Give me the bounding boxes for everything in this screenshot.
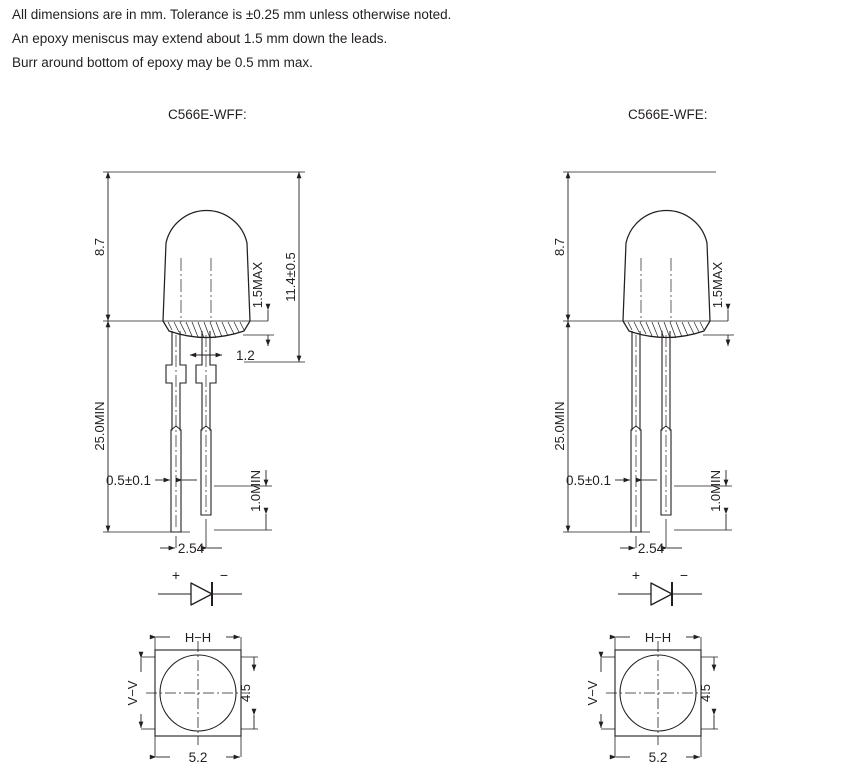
variant-drawing-wff: 8.7 11.4±0.5 1.5MAX 1.2 25.0MIN <box>92 171 305 765</box>
dimension-lead-tip-wfe: 1.0MIN <box>674 470 732 531</box>
bottom-view-height-label-wfe: 4.5 <box>698 684 713 702</box>
dimension-lead-width-wfe: 0.5±0.1 <box>566 473 657 488</box>
diode-anode-label-wff: + <box>172 567 180 583</box>
leads-wff <box>165 331 217 533</box>
note-line-1: All dimensions are in mm. Tolerance is ±… <box>12 7 452 22</box>
led-body-wff <box>162 209 251 339</box>
dimension-overall-height-wff: 11.4±0.5 <box>244 171 305 363</box>
bottom-view-v-axis-label-wfe: V−V <box>585 680 600 705</box>
dim-text-lead-pitch-wff: 2.54 <box>178 541 205 556</box>
bottom-view-wfe: H−H V−V 4.5 5.2 <box>585 630 718 765</box>
dim-text-standoff-wff: 1.2 <box>236 348 255 363</box>
bottom-view-h-axis-label-wfe: H−H <box>645 630 671 645</box>
dimension-lead-length-wff: 25.0MIN <box>92 320 111 532</box>
diode-anode-label-wfe: + <box>632 567 640 583</box>
dim-text-meniscus-wff: 1.5MAX <box>250 262 265 309</box>
diode-cathode-label-wff: − <box>220 567 228 583</box>
led-body-wfe <box>622 209 711 339</box>
leads-wfe <box>630 331 672 533</box>
bottom-view-width-label-wff: 5.2 <box>189 750 208 765</box>
dim-text-lead-width-wfe: 0.5±0.1 <box>566 473 611 488</box>
bottom-view-width-label-wfe: 5.2 <box>649 750 668 765</box>
dimension-lead-pitch-wfe: 2.54 <box>620 519 682 556</box>
dim-text-meniscus-wfe: 1.5MAX <box>710 262 725 309</box>
diode-schematic-wff: + − <box>157 567 243 607</box>
dimension-meniscus-wff: 1.5MAX <box>243 262 274 346</box>
note-line-2: An epoxy meniscus may extend about 1.5 m… <box>12 31 388 46</box>
dim-text-body-height-wff: 8.7 <box>92 238 107 256</box>
dim-text-lead-tip-wfe: 1.0MIN <box>708 470 723 512</box>
bottom-view-h-axis-label-wff: H−H <box>185 630 211 645</box>
variant-drawing-wfe: 8.7 1.5MAX 25.0MIN 0.5±0.1 1.0MIN <box>552 171 734 765</box>
lead-centrelines-wff <box>175 335 207 530</box>
part-label-wfe: C566E-WFE: <box>628 107 708 122</box>
dimension-meniscus-wfe: 1.5MAX <box>703 262 734 346</box>
bottom-view-wff: H−H V−V 4.5 5.2 <box>125 630 258 765</box>
diode-cathode-label-wfe: − <box>680 567 688 583</box>
dimension-standoff-wff: 1.2 <box>189 348 255 363</box>
dimension-lead-width-wff: 0.5±0.1 <box>106 473 197 488</box>
dim-text-body-height-wfe: 8.7 <box>552 238 567 256</box>
dim-text-lead-length-wfe: 25.0MIN <box>552 401 567 450</box>
dimension-body-height-wfe: 8.7 <box>552 171 571 321</box>
dim-text-lead-pitch-wfe: 2.54 <box>638 541 665 556</box>
bottom-view-height-label-wff: 4.5 <box>238 684 253 702</box>
notes-block: All dimensions are in mm. Tolerance is ±… <box>12 6 812 78</box>
dimension-lead-pitch-wff: 2.54 <box>160 519 222 556</box>
note-line-3: Burr around bottom of epoxy may be 0.5 m… <box>12 55 313 70</box>
lead-centrelines-wfe <box>635 335 667 530</box>
part-label-wff: C566E-WFF: <box>168 107 247 122</box>
dimension-lead-tip-wff: 1.0MIN <box>214 470 272 531</box>
dimension-lead-length-wfe: 25.0MIN <box>552 320 571 532</box>
diode-schematic-wfe: + − <box>617 567 703 607</box>
dimension-body-height-wff: 8.7 <box>92 171 111 321</box>
dim-text-lead-length-wff: 25.0MIN <box>92 401 107 450</box>
bottom-view-v-axis-label-wff: V−V <box>125 680 140 705</box>
dim-text-lead-tip-wff: 1.0MIN <box>248 470 263 512</box>
dim-text-lead-width-wff: 0.5±0.1 <box>106 473 151 488</box>
dim-text-overall-height-wff: 11.4±0.5 <box>283 252 298 302</box>
